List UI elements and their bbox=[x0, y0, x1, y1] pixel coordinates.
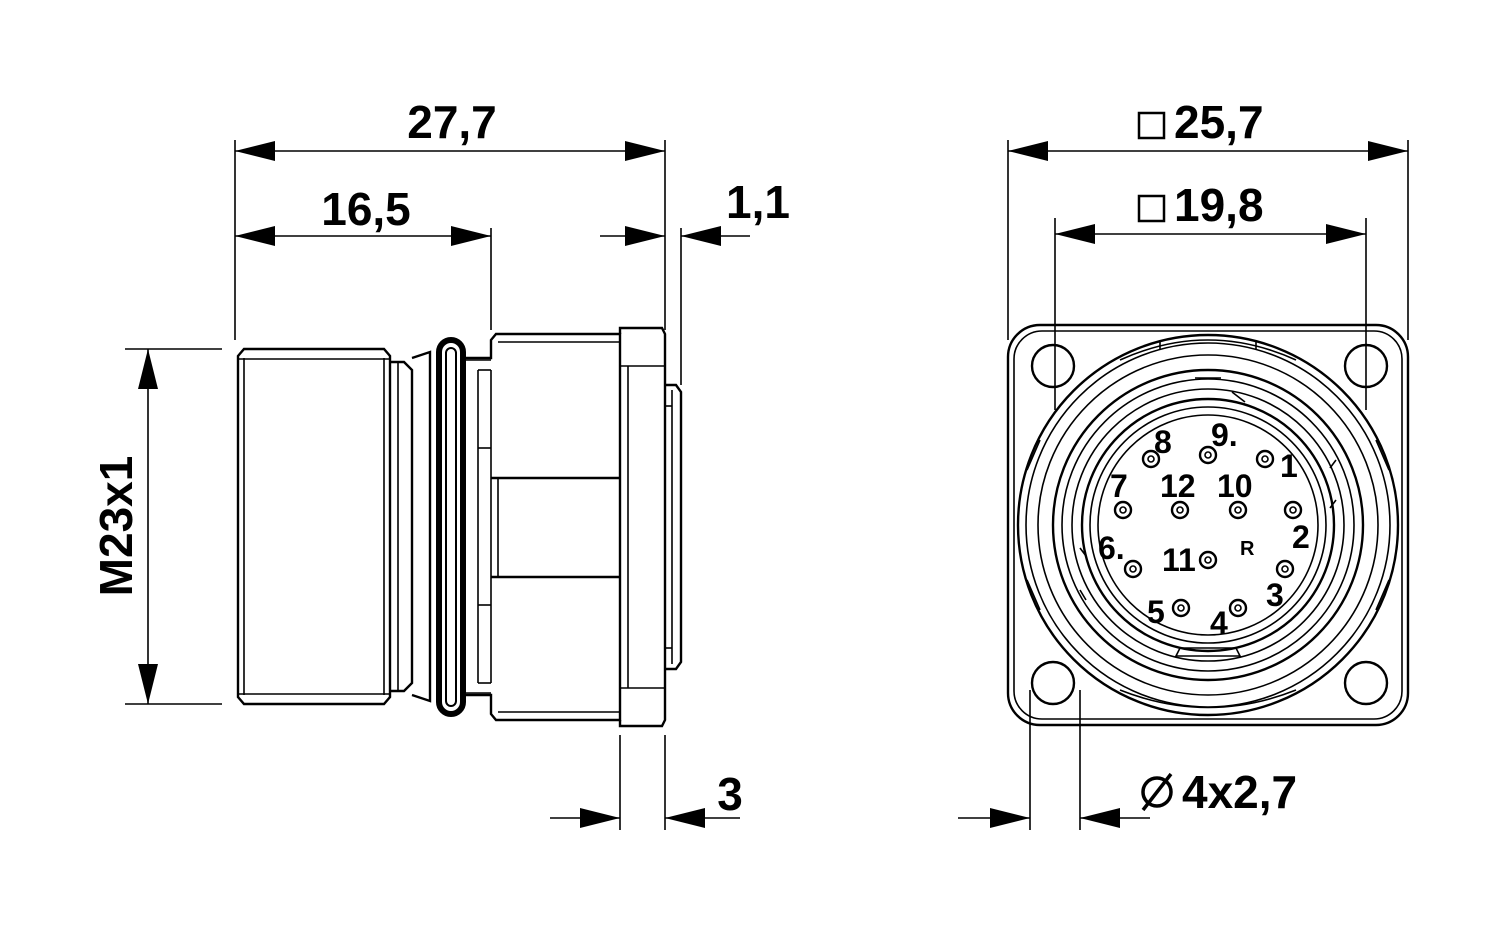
connector-rings bbox=[1016, 333, 1400, 717]
pin-1: 1 bbox=[1255, 448, 1298, 484]
pin-6: 6. bbox=[1098, 530, 1143, 579]
svg-text:12: 12 bbox=[1160, 468, 1196, 504]
mounting-hole bbox=[1030, 343, 1076, 389]
front-flange bbox=[1006, 323, 1410, 727]
svg-text:6.: 6. bbox=[1098, 530, 1125, 566]
dim-flange-square: 25,7 bbox=[1174, 96, 1264, 148]
o-ring bbox=[436, 337, 466, 717]
dim-flange-gap: 1,1 bbox=[726, 176, 790, 228]
pin-8: 8 bbox=[1141, 424, 1172, 469]
diameter-symbol-icon bbox=[1141, 772, 1173, 812]
coding-mark: R bbox=[1240, 538, 1255, 560]
dim-flange-thickness: 3 bbox=[717, 768, 743, 820]
pin-9: 9. bbox=[1198, 417, 1238, 465]
pin-5: 5 bbox=[1147, 594, 1191, 630]
housing-body bbox=[463, 332, 622, 722]
svg-text:11: 11 bbox=[1162, 542, 1196, 578]
svg-text:3: 3 bbox=[1266, 577, 1284, 613]
pin-11: 11 bbox=[1162, 542, 1218, 578]
svg-text:9.: 9. bbox=[1211, 417, 1238, 453]
pin-12: 12 bbox=[1160, 468, 1196, 520]
mounting-hole bbox=[1343, 343, 1389, 389]
svg-text:1: 1 bbox=[1280, 448, 1298, 484]
dim-thread-length: 16,5 bbox=[321, 183, 411, 235]
mounting-hole bbox=[1343, 660, 1389, 706]
dim-overall-length: 27,7 bbox=[407, 96, 497, 148]
pin-4: 4 bbox=[1210, 598, 1248, 641]
front-view: 25,7 19,8 4x2,7 bbox=[958, 96, 1410, 830]
pin-contacts: 1 2 3 4 5 6. 7 bbox=[1098, 417, 1310, 641]
svg-text:4: 4 bbox=[1210, 605, 1228, 641]
dim-hole-spacing-square: 19,8 bbox=[1174, 179, 1264, 231]
dim-mounting-holes: 4x2,7 bbox=[1182, 766, 1297, 818]
svg-text:5: 5 bbox=[1147, 594, 1165, 630]
svg-text:2: 2 bbox=[1292, 519, 1310, 555]
pin-3: 3 bbox=[1266, 559, 1295, 613]
pin-7: 7 bbox=[1110, 468, 1133, 520]
dim-thread: M23x1 bbox=[90, 456, 142, 597]
svg-text:8: 8 bbox=[1154, 424, 1172, 460]
svg-text:7: 7 bbox=[1110, 468, 1128, 504]
square-symbol-icon bbox=[1137, 111, 1166, 140]
flange bbox=[618, 326, 683, 728]
mounting-hole bbox=[1030, 660, 1076, 706]
thread-body bbox=[236, 347, 432, 706]
square-symbol-icon bbox=[1137, 194, 1166, 223]
side-view: 27,7 16,5 1,1 3 M23x1 bbox=[90, 96, 790, 830]
svg-text:10: 10 bbox=[1217, 468, 1253, 504]
pin-10: 10 bbox=[1217, 468, 1253, 520]
pin-2: 2 bbox=[1283, 500, 1310, 555]
